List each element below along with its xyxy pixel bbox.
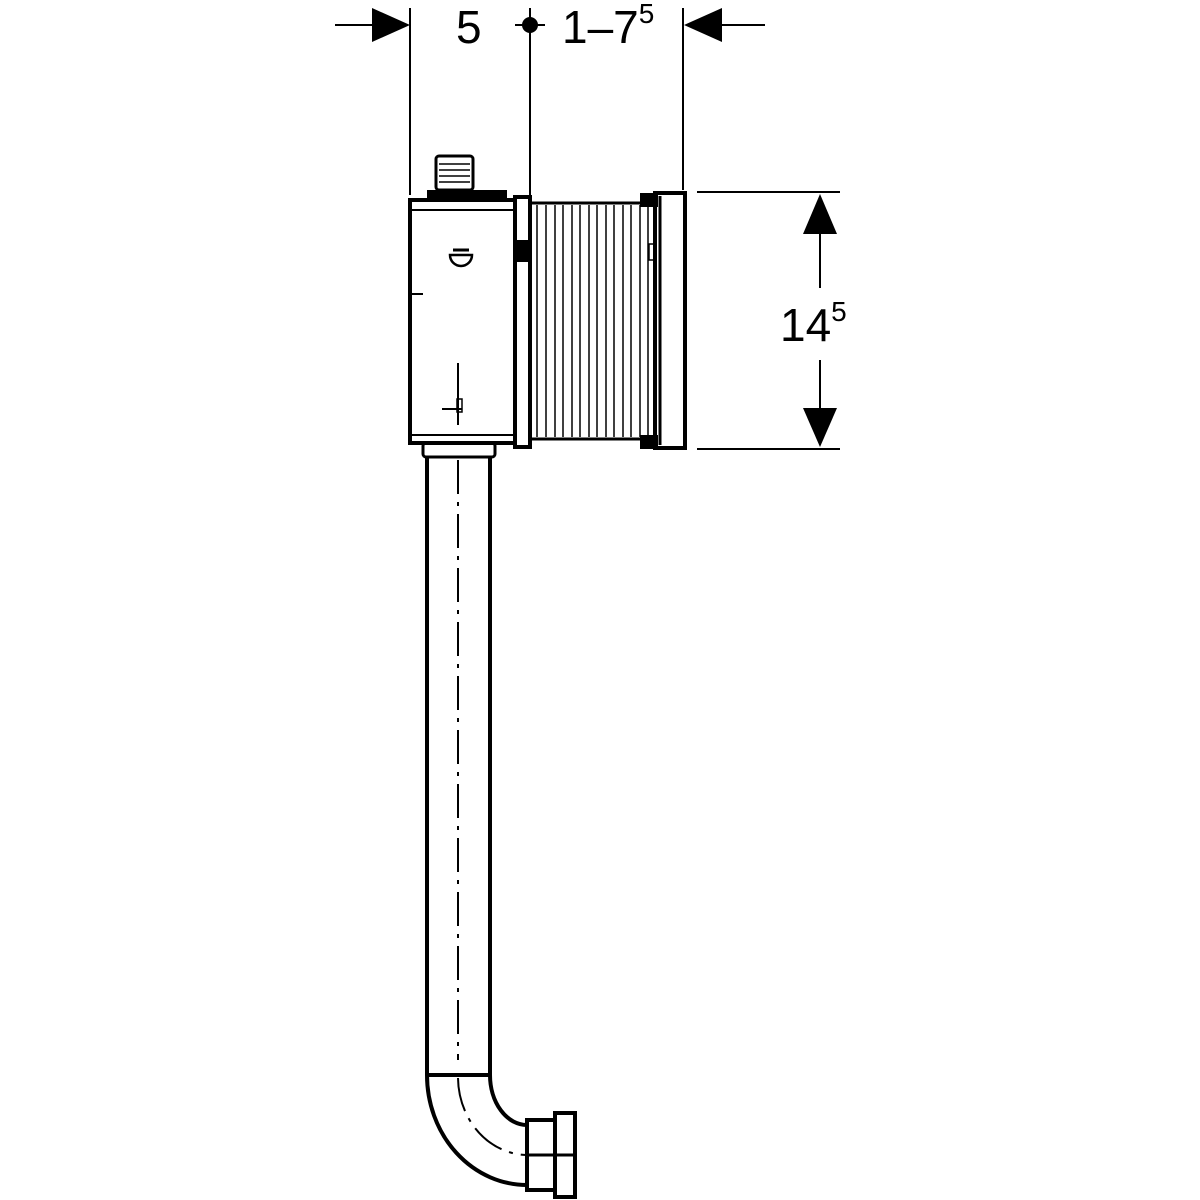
dimension-dot [522,17,538,33]
dimension-height: 145 [780,298,847,351]
pipe [425,457,577,1199]
dimension-height-sup: 5 [831,296,847,327]
arrow-right-icon [372,8,410,42]
arrow-left-icon [684,8,722,42]
dimension-adjust-range-main: 1–7 [562,1,639,53]
symbol-icon [448,253,474,268]
dimension-adjust-range-sup: 5 [638,0,655,29]
dimension-adjust-range: 1–75 [562,0,654,53]
dimension-left-depth: 5 [456,1,482,53]
right-dimension [697,191,840,450]
top-dimension [335,8,765,195]
bellows [513,195,655,449]
control-box [408,154,517,459]
arrow-down-icon [803,408,837,447]
flange [640,191,687,450]
dimension-height-main: 14 [780,299,832,351]
arrow-up-icon [803,194,837,234]
